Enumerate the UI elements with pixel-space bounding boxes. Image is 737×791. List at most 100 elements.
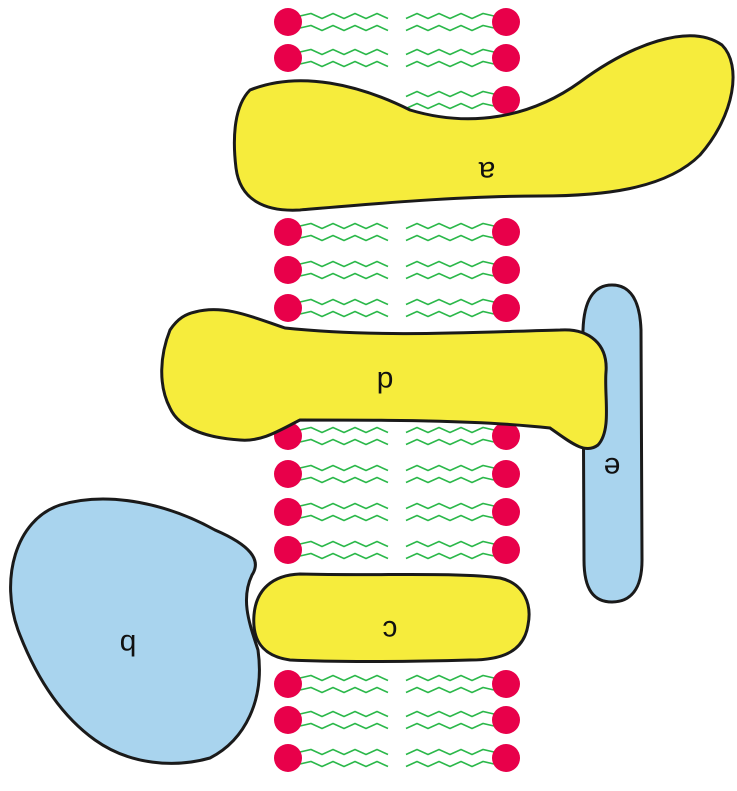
lipid-right-8 (406, 498, 520, 526)
lipid-head (492, 86, 520, 114)
lipid-tail (300, 478, 388, 483)
lipid-tail (406, 14, 494, 19)
lipid-tail (300, 14, 388, 19)
lipid-tail (406, 300, 494, 305)
protein-c-label: c (383, 614, 398, 647)
lipid-tail (406, 104, 494, 109)
lipid-head (492, 498, 520, 526)
lipid-tail (406, 62, 494, 67)
lipid-head (492, 44, 520, 72)
lipid-right-6 (406, 422, 520, 450)
lipid-tail (406, 428, 494, 433)
lipid-right-4 (406, 256, 520, 284)
lipid-tail (300, 724, 388, 729)
lipid-tail (300, 750, 388, 755)
lipid-right-5 (406, 294, 520, 322)
lipid-tail (406, 762, 494, 767)
lipid-right-0 (406, 8, 520, 36)
lipid-tail (406, 26, 494, 31)
lipid-head (492, 256, 520, 284)
lipid-tail (300, 516, 388, 521)
lipid-head (492, 536, 520, 564)
lipid-head (274, 670, 302, 698)
lipid-tail (406, 92, 494, 97)
lipid-tail (300, 312, 388, 317)
lipid-tail (406, 712, 494, 717)
protein-b: b (11, 499, 260, 763)
lipid-tail (300, 688, 388, 693)
lipid-tail (300, 300, 388, 305)
lipid-head (492, 706, 520, 734)
lipid-tail (406, 724, 494, 729)
lipid-tail (406, 554, 494, 559)
lipid-head (274, 294, 302, 322)
lipid-tail (406, 466, 494, 471)
lipid-tail (300, 262, 388, 267)
lipid-tail (300, 62, 388, 67)
lipid-left-9 (274, 536, 388, 564)
lipid-left-0 (274, 8, 388, 36)
lipid-right-9 (406, 536, 520, 564)
lipid-head (274, 744, 302, 772)
lipid-right-7 (406, 460, 520, 488)
protein-a-label: a (478, 155, 495, 188)
lipid-head (274, 498, 302, 526)
lipid-left-10 (274, 670, 388, 698)
lipid-head (274, 44, 302, 72)
lipid-tail (406, 274, 494, 279)
lipid-tail (300, 554, 388, 559)
lipid-right-10 (406, 670, 520, 698)
lipid-head (274, 460, 302, 488)
lipid-head (274, 706, 302, 734)
lipid-right-3 (406, 218, 520, 246)
lipid-right-12 (406, 744, 520, 772)
lipid-head (274, 218, 302, 246)
lipid-tail (300, 466, 388, 471)
lipid-head (492, 8, 520, 36)
lipid-tail (300, 440, 388, 445)
lipid-left-1 (274, 44, 388, 72)
lipid-head (492, 218, 520, 246)
lipid-tail (300, 504, 388, 509)
protein-c: c (254, 574, 529, 662)
lipid-head (274, 8, 302, 36)
lipid-left-8 (274, 498, 388, 526)
lipid-head (492, 294, 520, 322)
lipid-tail (406, 312, 494, 317)
lipid-right-2 (406, 86, 520, 114)
lipid-tail (406, 688, 494, 693)
lipid-left-7 (274, 460, 388, 488)
lipid-tail (300, 542, 388, 547)
lipid-left-5 (274, 294, 388, 322)
protein-e-label: e (604, 451, 621, 484)
protein-d: d (162, 310, 607, 449)
lipid-right-11 (406, 706, 520, 734)
lipid-left-12 (274, 744, 388, 772)
lipid-tail (300, 712, 388, 717)
protein-d-label: d (377, 365, 394, 398)
lipid-head (492, 744, 520, 772)
lipid-tail (406, 224, 494, 229)
lipid-left-3 (274, 218, 388, 246)
lipid-tail (406, 440, 494, 445)
lipid-tail (406, 676, 494, 681)
lipid-tail (406, 236, 494, 241)
lipid-head (274, 256, 302, 284)
lipid-right-1 (406, 44, 520, 72)
lipid-tail (406, 262, 494, 267)
lipid-tail (300, 762, 388, 767)
lipid-tail (406, 516, 494, 521)
lipid-tail (300, 274, 388, 279)
lipid-tail (300, 26, 388, 31)
lipid-tail (406, 50, 494, 55)
protein-b-label: b (120, 628, 137, 661)
lipid-tail (406, 750, 494, 755)
lipid-head (492, 460, 520, 488)
lipid-tail (300, 236, 388, 241)
lipid-head (492, 670, 520, 698)
lipid-head (274, 536, 302, 564)
lipid-left-11 (274, 706, 388, 734)
lipid-tail (300, 428, 388, 433)
